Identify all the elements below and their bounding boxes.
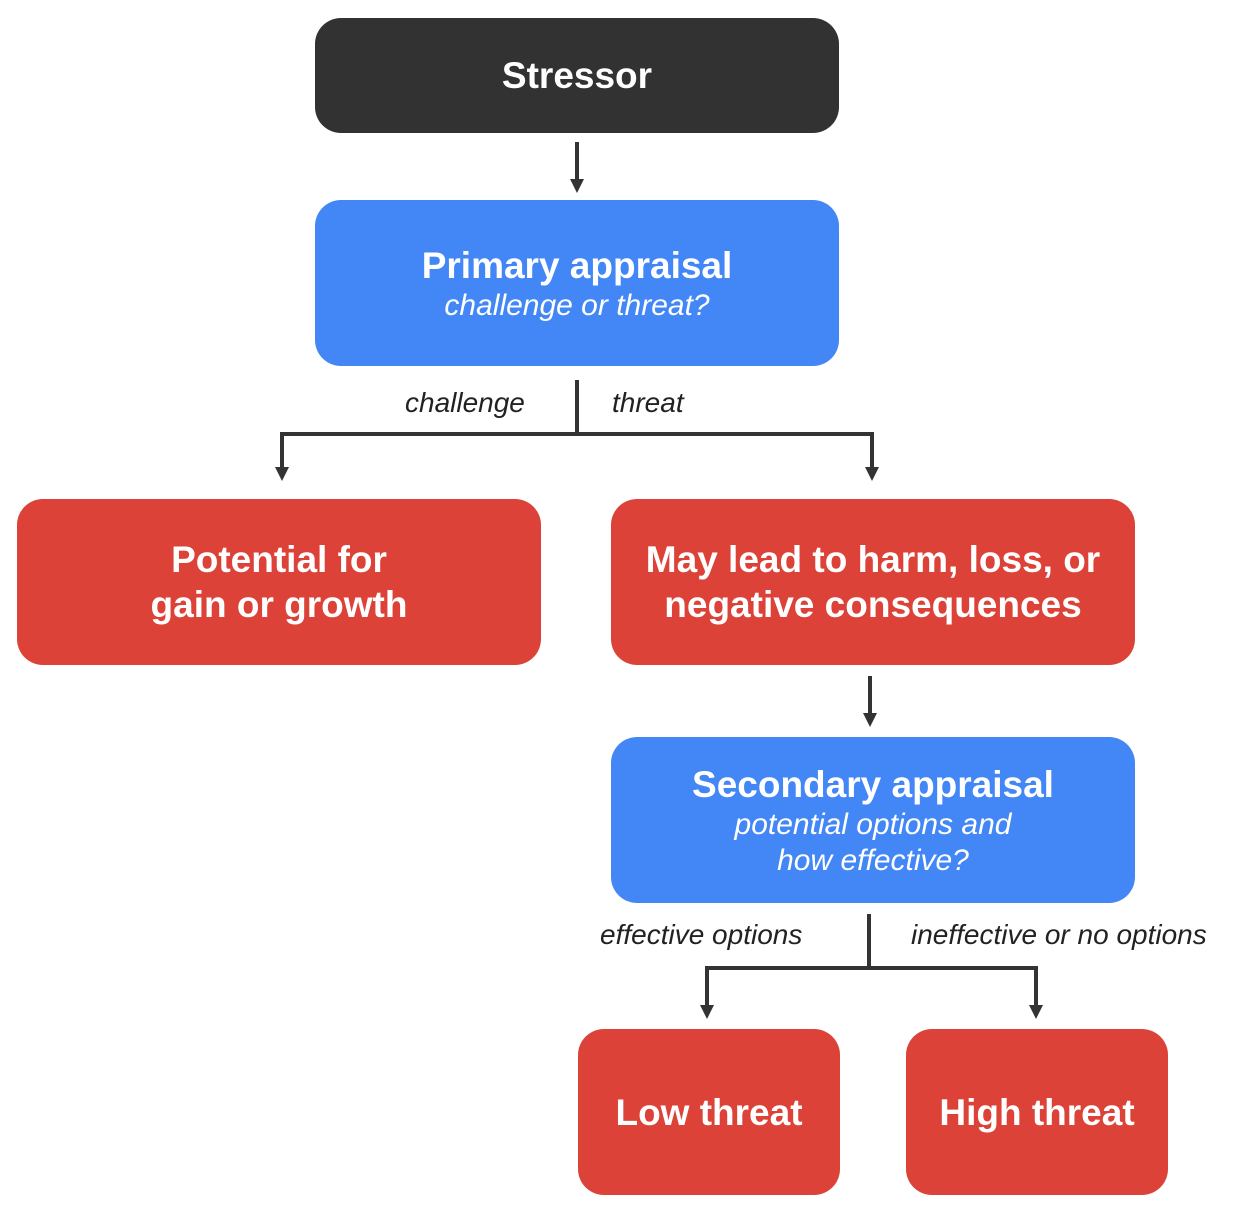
stressor-node: Stressor bbox=[315, 18, 839, 133]
secondary-appraisal-node: Secondary appraisal potential options an… bbox=[611, 737, 1135, 903]
edge-label-effective-options: effective options bbox=[600, 919, 803, 950]
gain-growth-title: Potential for gain or growth bbox=[150, 539, 408, 625]
low-threat-node: Low threat bbox=[578, 1029, 840, 1195]
edge-label-threat: threat bbox=[612, 387, 684, 418]
stressor-title: Stressor bbox=[501, 55, 653, 96]
edge-label-ineffective-options: ineffective or no options bbox=[911, 919, 1207, 950]
primary-appraisal-subtitle: challenge or threat? bbox=[444, 288, 710, 322]
secondary-appraisal-title: Secondary appraisal bbox=[692, 763, 1054, 805]
harm-node: May lead to harm, loss, or negative cons… bbox=[611, 499, 1135, 665]
branch-primary-split bbox=[275, 380, 579, 481]
secondary-appraisal-subtitle: potential options and how effective? bbox=[734, 807, 1012, 877]
primary-appraisal-title: Primary appraisal bbox=[421, 244, 733, 286]
high-threat-node: High threat bbox=[906, 1029, 1168, 1195]
high-threat-title: High threat bbox=[939, 1091, 1135, 1133]
primary-appraisal-node: Primary appraisal challenge or threat? bbox=[315, 200, 839, 366]
branch-secondary-effective bbox=[700, 914, 871, 1019]
gain-growth-node: Potential for gain or growth bbox=[17, 499, 541, 665]
harm-title: May lead to harm, loss, or negative cons… bbox=[645, 539, 1101, 625]
edge-label-challenge: challenge bbox=[405, 387, 525, 418]
branch-primary-threat bbox=[577, 432, 879, 481]
low-threat-title: Low threat bbox=[615, 1091, 803, 1133]
branch-secondary-ineffective bbox=[869, 966, 1043, 1019]
